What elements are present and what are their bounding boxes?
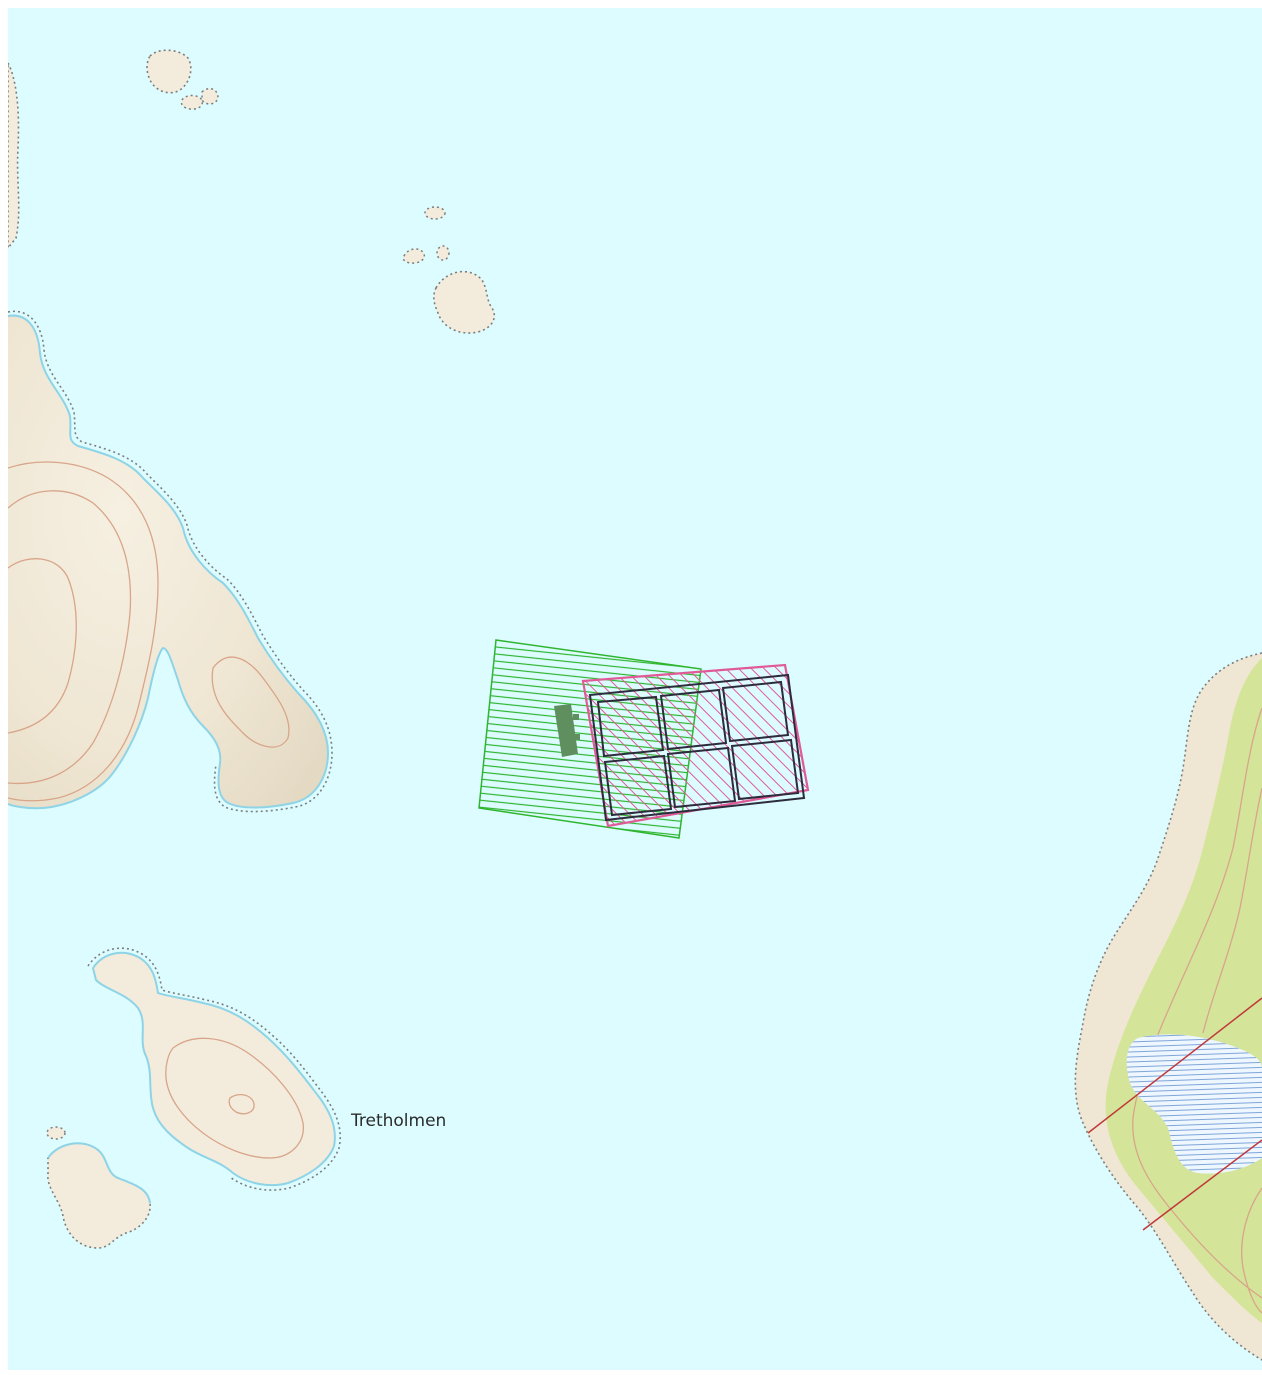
west-island [8, 310, 333, 813]
fish-cage-grid[interactable] [588, 673, 806, 822]
map-canvas[interactable]: Tretholmen [8, 8, 1262, 1370]
north-islets [146, 49, 496, 334]
place-label-tretholmen: Tretholmen [350, 1111, 446, 1131]
east-peninsula [1074, 652, 1262, 1361]
tretholmen-island [46, 947, 341, 1249]
feed-barge[interactable] [554, 704, 580, 757]
land-top-left-edge [8, 62, 20, 250]
